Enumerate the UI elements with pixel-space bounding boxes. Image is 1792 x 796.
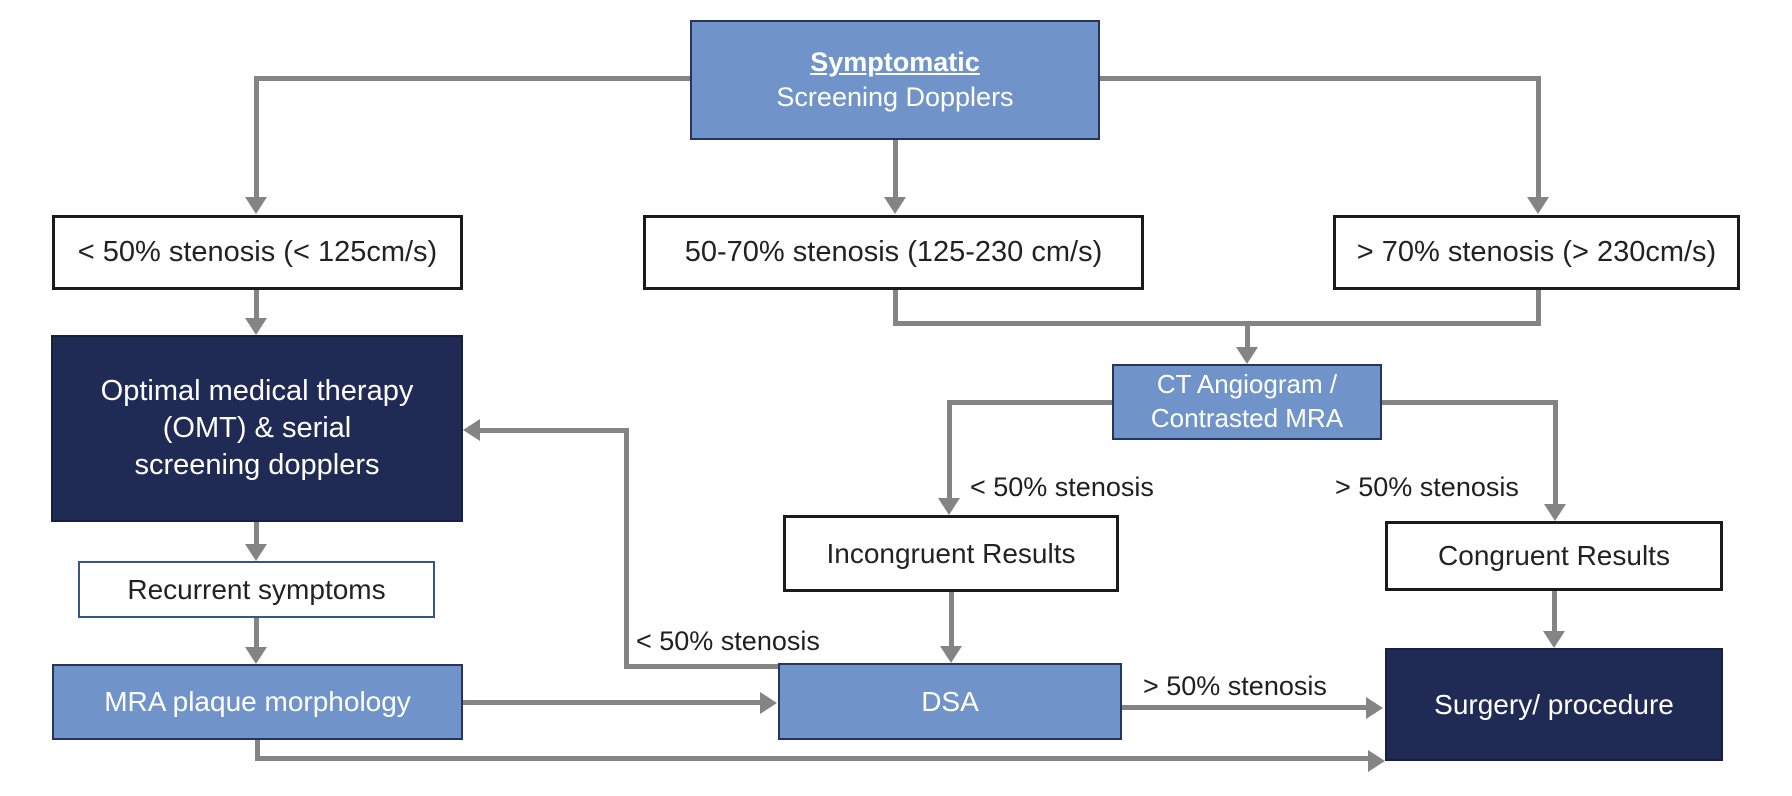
node-congruent-results: Congruent Results bbox=[1385, 521, 1723, 591]
node-dsa: DSA bbox=[778, 663, 1122, 740]
ct-line1: CT Angiogram / bbox=[1156, 369, 1338, 400]
connector-dsa-omt-h1 bbox=[624, 664, 778, 669]
edge-label-dsa-omt: < 50% stenosis bbox=[636, 626, 820, 656]
connector-symptomatic-mid-v bbox=[893, 140, 898, 198]
arrowhead-right-icon bbox=[1368, 750, 1385, 772]
node-mra-plaque-morphology: MRA plaque morphology bbox=[52, 664, 463, 740]
arrowhead-down-icon bbox=[1544, 504, 1566, 521]
node-stenosis-low: < 50% stenosis (< 125cm/s) bbox=[52, 215, 463, 290]
connector-recurrent-mra-v bbox=[254, 618, 259, 648]
connector-ct-incongruent-h bbox=[947, 400, 1112, 405]
connector-dsa-omt-v bbox=[624, 430, 629, 669]
connector-mid-merge-v bbox=[893, 290, 898, 326]
connector-mra-dsa-h bbox=[463, 700, 761, 705]
connector-ct-congruent-h bbox=[1382, 400, 1558, 405]
connector-high-merge-v bbox=[1536, 290, 1541, 326]
ct-line2: Contrasted MRA bbox=[1150, 403, 1344, 433]
arrowhead-down-icon bbox=[245, 647, 267, 664]
node-incongruent-results: Incongruent Results bbox=[783, 515, 1119, 592]
connector-symptomatic-high-v bbox=[1536, 76, 1541, 198]
symptomatic-title: Symptomatic bbox=[810, 47, 980, 78]
symptomatic-subtitle: Screening Dopplers bbox=[776, 82, 1014, 112]
connector-low-omt-v bbox=[254, 290, 259, 320]
connector-incongruent-dsa-v bbox=[949, 592, 954, 648]
arrowhead-down-icon bbox=[938, 498, 960, 515]
node-ct-angiogram-contrasted-mra: CT Angiogram / Contrasted MRA bbox=[1112, 364, 1382, 440]
arrowhead-right-icon bbox=[1366, 697, 1383, 719]
connector-ct-incongruent-v bbox=[947, 400, 952, 500]
arrowhead-left-icon bbox=[463, 419, 480, 441]
connector-ct-congruent-v bbox=[1553, 400, 1558, 506]
node-stenosis-mid: 50-70% stenosis (125-230 cm/s) bbox=[643, 215, 1144, 290]
node-stenosis-high: > 70% stenosis (> 230cm/s) bbox=[1333, 215, 1740, 290]
edge-label-ct-congruent: > 50% stenosis bbox=[1335, 472, 1519, 502]
node-recurrent-symptoms: Recurrent symptoms bbox=[78, 561, 435, 618]
arrowhead-down-icon bbox=[245, 197, 267, 214]
node-surgery-procedure: Surgery/ procedure bbox=[1385, 648, 1723, 761]
connector-symptomatic-low-h bbox=[256, 76, 692, 81]
edge-label-ct-incongruent: < 50% stenosis bbox=[970, 472, 1154, 502]
node-symptomatic-screening-dopplers: Symptomatic Screening Dopplers bbox=[690, 20, 1100, 140]
arrowhead-down-icon bbox=[1236, 347, 1258, 364]
connector-omt-recurrent-v bbox=[254, 522, 259, 546]
connector-mra-surgery-h bbox=[255, 756, 1370, 761]
arrowhead-down-icon bbox=[940, 646, 962, 663]
arrowhead-down-icon bbox=[245, 318, 267, 335]
connector-symptomatic-high-h bbox=[1100, 76, 1541, 81]
arrowhead-down-icon bbox=[1527, 197, 1549, 214]
connector-symptomatic-low-v bbox=[254, 76, 259, 198]
connector-dsa-surgery-h bbox=[1122, 705, 1368, 710]
connector-merge-h bbox=[893, 321, 1541, 326]
connector-mra-surgery-v bbox=[255, 740, 260, 761]
connector-congruent-surgery-v bbox=[1552, 591, 1557, 633]
arrowhead-down-icon bbox=[1543, 631, 1565, 648]
connector-merge-ct-v bbox=[1245, 321, 1250, 349]
arrowhead-down-icon bbox=[884, 197, 906, 214]
arrowhead-down-icon bbox=[245, 544, 267, 561]
connector-dsa-omt-h2 bbox=[479, 428, 629, 433]
node-optimal-medical-therapy: Optimal medical therapy (OMT) & serial s… bbox=[51, 335, 463, 522]
edge-label-dsa-surgery: > 50% stenosis bbox=[1143, 671, 1327, 701]
arrowhead-right-icon bbox=[760, 692, 777, 714]
